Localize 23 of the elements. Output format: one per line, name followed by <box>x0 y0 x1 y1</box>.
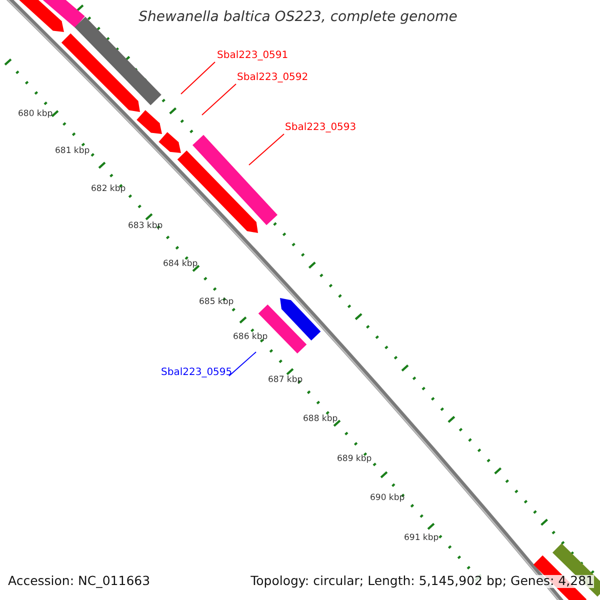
title: Shewanella baltica OS223, complete genome <box>138 10 458 24</box>
scale-label: 691 kbp <box>404 534 439 542</box>
leader-line <box>180 62 216 94</box>
gene-label: Sbal223_0593 <box>285 122 356 133</box>
scale-label: 684 kbp <box>163 260 198 268</box>
scale-label: 681 kbp <box>55 147 90 156</box>
gene-label: Sbal223_0595 <box>161 367 232 378</box>
leader-line <box>248 134 284 166</box>
scale-label: 690 kbp <box>370 494 405 502</box>
gene-label: Sbal223_0591 <box>217 50 288 61</box>
leader-line <box>228 352 256 376</box>
leader-line <box>202 84 236 116</box>
scale-label: 685 kbp <box>199 298 234 306</box>
accession-text: Accession: NC_011663 <box>8 575 150 588</box>
scale-label: 680 kbp <box>18 110 53 118</box>
scale-label: 683 kbp <box>128 222 163 230</box>
scale-label: 689 kbp <box>337 455 372 464</box>
scale-label: 686 kbp <box>233 333 268 342</box>
gene-label: Sbal223_0592 <box>237 72 308 83</box>
genome-summary-text: Topology: circular; Length: 5,145,902 bp; Genes: 4,281 <box>250 575 594 588</box>
scale-label: 688 kbp <box>303 415 338 424</box>
scale-label: 682 kbp <box>91 185 126 194</box>
scale-label: 687 kbp <box>268 376 303 384</box>
